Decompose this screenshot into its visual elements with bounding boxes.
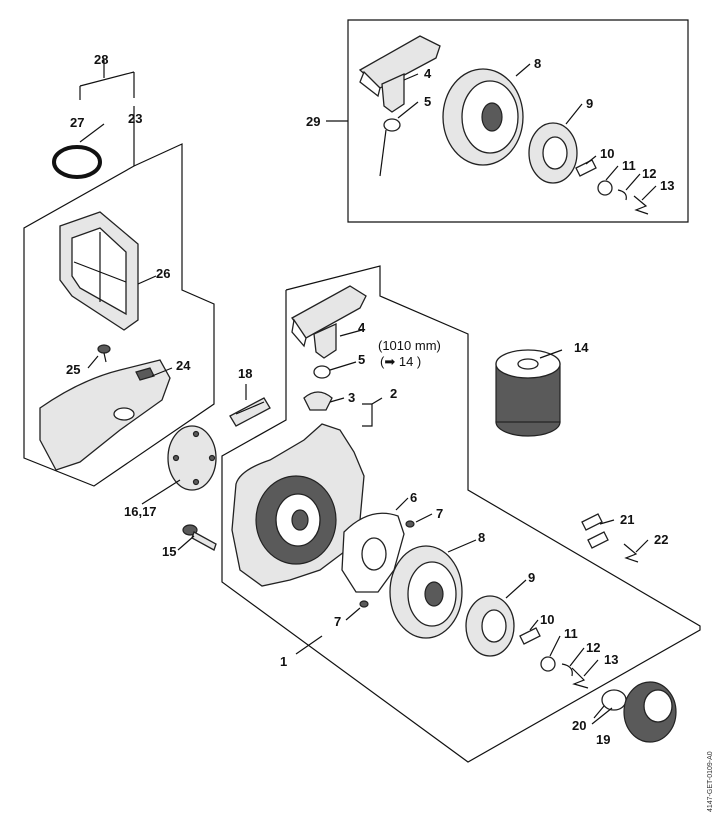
label-10-inset: 10 [600, 146, 614, 161]
label-13-inset: 13 [660, 178, 674, 193]
pawl-carrier-part-9-inset[interactable] [528, 122, 578, 184]
label-25: 25 [66, 362, 80, 377]
label-2: 2 [390, 386, 397, 401]
label-12-inset: 12 [642, 166, 656, 181]
label-6: 6 [410, 490, 417, 505]
screw-part-15[interactable] [182, 524, 217, 551]
label-11: 11 [564, 626, 578, 641]
label-29: 29 [306, 114, 320, 129]
rope-rotor-part-8-inset[interactable] [442, 68, 524, 166]
label-7-lower: 7 [334, 614, 341, 629]
label-16-17: 16,17 [124, 504, 157, 519]
label-19: 19 [596, 732, 610, 747]
label-13: 13 [604, 652, 618, 667]
rope-guide-part-3[interactable] [303, 391, 333, 411]
pawl-part-21[interactable] [581, 513, 609, 549]
label-28: 28 [94, 52, 108, 67]
starter-cup-part-19[interactable] [623, 681, 677, 743]
label-26: 26 [156, 266, 170, 281]
label-11-inset: 11 [622, 158, 636, 173]
screw-part-25[interactable] [97, 344, 111, 363]
screw-part-7-lower[interactable] [359, 600, 369, 608]
filter-cover-part-24[interactable] [39, 359, 171, 471]
label-23: 23 [128, 111, 142, 126]
spring-part-22[interactable] [623, 543, 639, 563]
label-5-inset: 5 [424, 94, 431, 109]
drawing-code: 4147-GET-0109-A0 [707, 751, 714, 812]
label-21: 21 [620, 512, 634, 527]
label-9: 9 [528, 570, 535, 585]
spring-part-13[interactable] [571, 667, 589, 689]
label-10: 10 [540, 612, 554, 627]
label-24: 24 [176, 358, 191, 373]
gasket-part-16-17[interactable] [167, 425, 217, 491]
bracket-2 [362, 397, 383, 427]
rope-rotor-part-8[interactable] [389, 545, 463, 639]
label-18: 18 [238, 366, 252, 381]
label-22: 22 [654, 532, 668, 547]
label-8-inset: 8 [534, 56, 541, 71]
rope-length-note: (1010 mm) [378, 338, 441, 353]
bracket-28 [79, 60, 135, 100]
label-12: 12 [586, 640, 600, 655]
starter-rope-spool-part-14[interactable] [495, 349, 561, 437]
label-3: 3 [348, 390, 355, 405]
label-1: 1 [280, 654, 287, 669]
washer-part-11-inset[interactable] [597, 180, 613, 196]
screw-part-7-upper[interactable] [405, 520, 415, 528]
air-filter-part-26[interactable] [59, 211, 139, 331]
label-4-inset: 4 [424, 66, 432, 81]
fan-housing[interactable] [231, 423, 365, 587]
inset-frame-29 [326, 19, 689, 223]
label-15: 15 [162, 544, 176, 559]
spring-clip-part-12[interactable] [561, 663, 573, 677]
rewind-spring-part-6[interactable] [341, 512, 405, 593]
main-frame-1 [221, 265, 701, 763]
label-7-upper: 7 [436, 506, 443, 521]
pawl-part-10-inset[interactable] [575, 159, 597, 177]
label-27: 27 [70, 115, 84, 130]
pawl-carrier-part-9[interactable] [465, 595, 515, 657]
label-5: 5 [358, 352, 365, 367]
label-14: 14 [574, 340, 589, 355]
pawl-part-10[interactable] [519, 627, 541, 645]
nut-part-20[interactable] [601, 689, 627, 711]
rope-reference-note: (➡ 14 ) [380, 354, 421, 369]
starter-grip-part-4-inset[interactable] [358, 35, 441, 113]
label-4: 4 [358, 320, 366, 335]
starter-grip-part-4[interactable] [291, 285, 367, 359]
filter-frame-23 [23, 106, 215, 487]
label-part-18[interactable] [229, 397, 271, 427]
label-8: 8 [478, 530, 485, 545]
part-number-labels: 28 27 23 26 25 24 16,17 15 18 4 5 3 2 (1… [66, 52, 714, 812]
rope-part-5-inset[interactable] [379, 118, 401, 177]
washer-part-11[interactable] [540, 656, 556, 672]
o-ring-part-27[interactable] [52, 145, 102, 179]
spring-part-13-inset[interactable] [633, 195, 649, 215]
leader-lines [79, 63, 657, 725]
spring-clip-part-12-inset[interactable] [617, 189, 627, 201]
label-20: 20 [572, 718, 586, 733]
label-9-inset: 9 [586, 96, 593, 111]
rope-part-5[interactable] [313, 365, 331, 379]
